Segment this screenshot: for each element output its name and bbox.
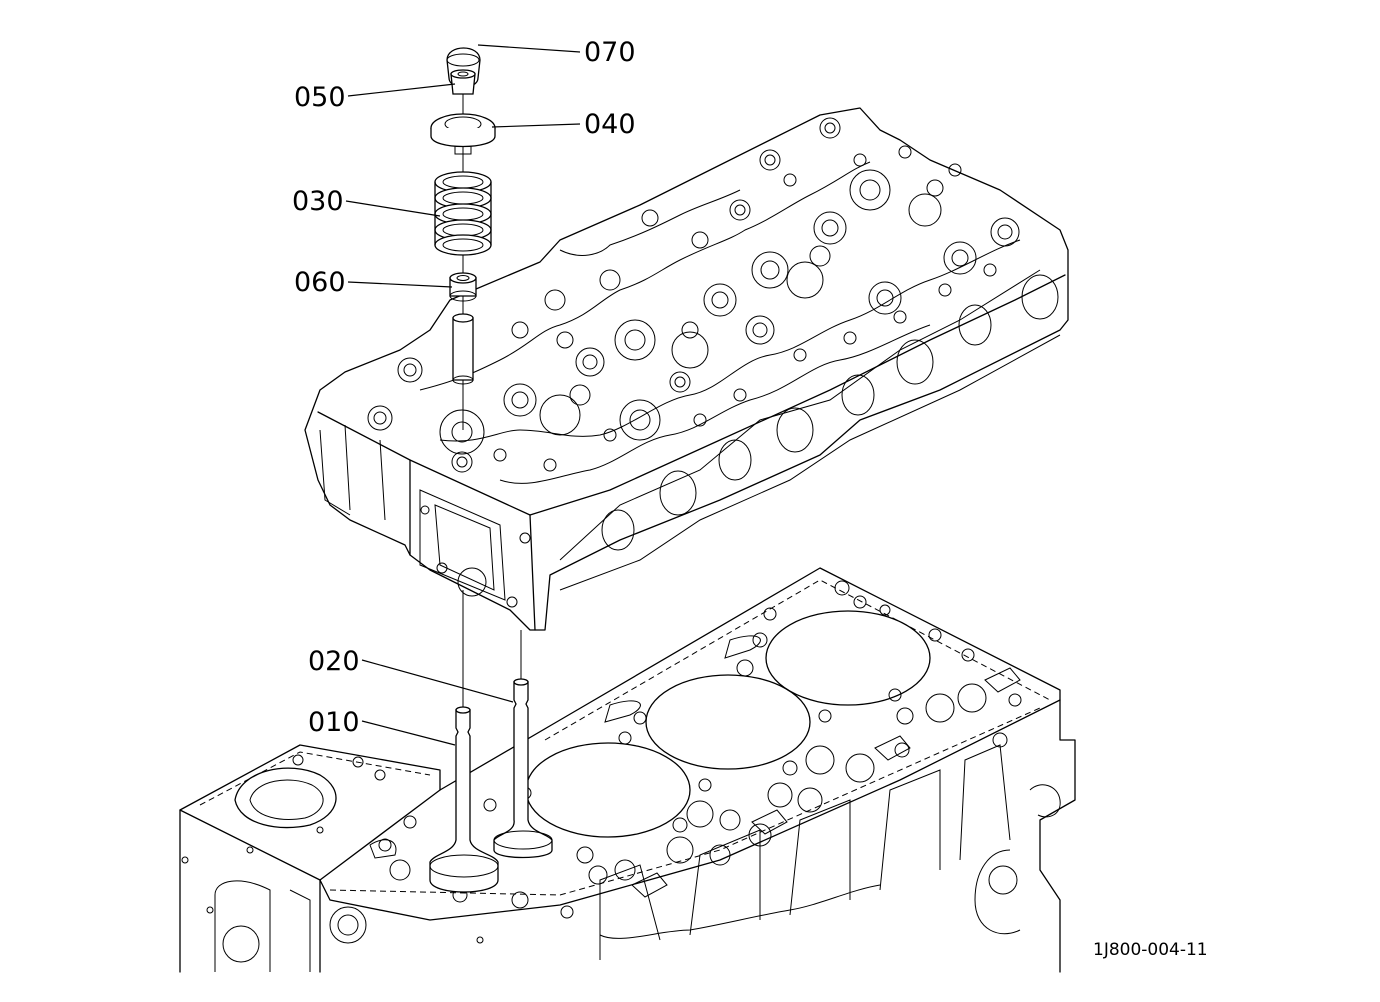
leader-010: [361, 720, 456, 746]
leader-030: [345, 200, 441, 217]
valve-collet-050: [450, 69, 476, 95]
valve-guide: [452, 313, 474, 385]
valve-spring-030: [434, 171, 492, 256]
stem-seal-060: [449, 272, 477, 302]
label-040: 040: [584, 109, 636, 140]
label-060: 060: [294, 267, 346, 298]
leader-070: [477, 44, 581, 53]
cylinder-block: [179, 567, 1076, 973]
leader-060: [347, 281, 453, 288]
valve-020: [493, 678, 553, 859]
label-020: 020: [308, 646, 360, 677]
leader-040: [491, 123, 581, 128]
label-010: 010: [308, 707, 360, 738]
label-050: 050: [294, 82, 346, 113]
leader-050: [347, 83, 456, 97]
label-070: 070: [584, 37, 636, 68]
callouts: 070 050 040 030 060 020 010: [292, 37, 636, 746]
valve-010: [429, 706, 499, 893]
cylinder-head: [304, 107, 1069, 631]
spring-retainer-040: [430, 113, 496, 155]
label-030: 030: [292, 186, 344, 217]
drawing-code: 1J800-004-11: [1093, 940, 1208, 960]
leader-020: [361, 659, 514, 703]
